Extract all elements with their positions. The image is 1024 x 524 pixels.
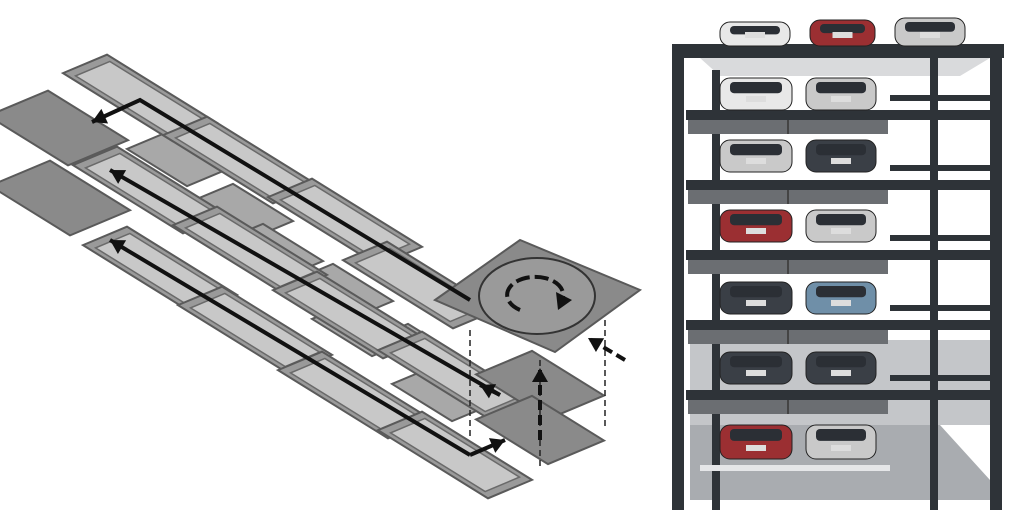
flow-arrow-line [108, 238, 472, 457]
car-windshield [816, 82, 866, 94]
side-rail [890, 235, 990, 241]
side-rail [890, 95, 990, 101]
turntable-circle [478, 257, 596, 335]
license-plate [746, 300, 766, 306]
floor-marking [700, 465, 890, 471]
license-plate [746, 370, 766, 376]
car-windshield [820, 24, 865, 34]
car-windshield [730, 26, 780, 35]
car-windshield [730, 82, 782, 94]
license-plate [746, 228, 766, 234]
roof-beam [672, 44, 1004, 58]
arrowhead-icon [480, 384, 497, 399]
frame-post [990, 44, 1002, 510]
license-plate [920, 32, 940, 38]
side-rail [890, 375, 990, 381]
license-plate [831, 300, 851, 306]
car-windshield [816, 356, 866, 368]
frame-post [672, 44, 684, 510]
car-windshield [730, 356, 782, 368]
arrowhead-icon [110, 240, 127, 255]
isometric-parking-layout-diagram [0, 53, 643, 500]
license-plate [831, 370, 851, 376]
license-plate [746, 158, 766, 164]
arrowhead-icon [588, 338, 605, 353]
flow-arrow-line [109, 168, 501, 397]
license-plate [746, 445, 766, 451]
level-beam [686, 250, 990, 260]
license-plate [831, 445, 851, 451]
license-plate [831, 228, 851, 234]
arrowhead-icon [488, 438, 505, 453]
side-rail [890, 165, 990, 171]
car-windshield [730, 429, 782, 441]
frame-post [930, 44, 938, 510]
arrowhead-icon [532, 368, 548, 382]
rotate-arrowhead-icon [556, 292, 572, 310]
license-plate [832, 32, 853, 38]
level-beam [686, 390, 990, 400]
side-rail [890, 305, 990, 311]
level-beam [686, 180, 990, 190]
roof-deck [700, 58, 990, 76]
license-plate [831, 96, 851, 102]
arrowhead-icon [110, 170, 127, 184]
level-beam [686, 320, 990, 330]
exit-pad [0, 159, 133, 237]
rotating-turntable-icon [505, 274, 566, 312]
license-plate [745, 32, 765, 38]
multilevel-parking-structure-render [672, 17, 1004, 510]
car-windshield [816, 286, 866, 298]
car-windshield [730, 286, 782, 298]
flow-arrow-line [91, 97, 472, 302]
car-windshield [816, 214, 866, 226]
car-windshield [816, 429, 866, 441]
license-plate [746, 96, 766, 102]
car-windshield [730, 144, 782, 156]
license-plate [831, 158, 851, 164]
frame-post [712, 70, 720, 510]
car-windshield [905, 22, 955, 32]
arrowhead-icon [92, 108, 109, 124]
car-windshield [730, 214, 782, 226]
level-beam [686, 110, 990, 120]
car-windshield [816, 144, 866, 156]
exit-pad [0, 89, 131, 167]
